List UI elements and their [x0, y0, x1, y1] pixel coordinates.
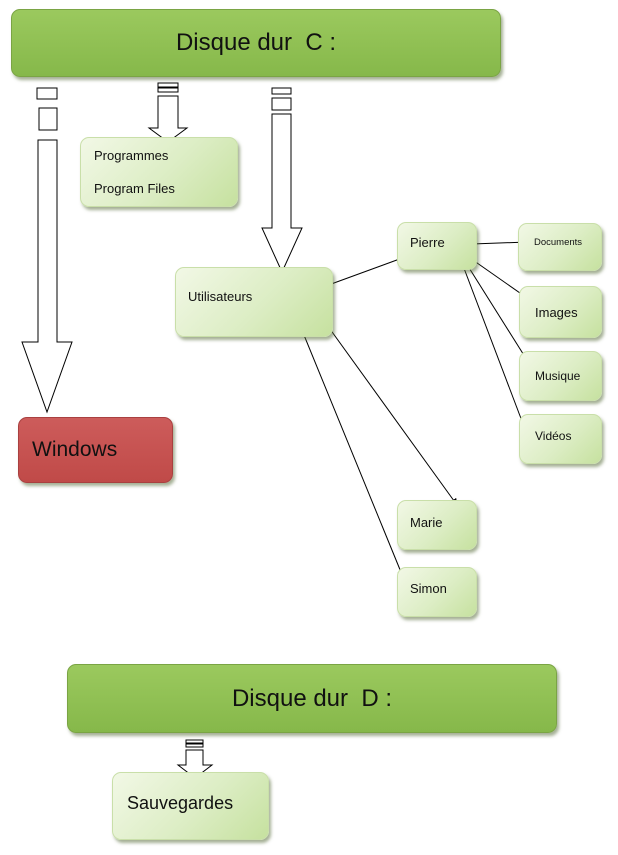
- arrow-utilisateurs-marie: [321, 317, 458, 506]
- folder-documents[interactable]: Documents: [518, 223, 602, 271]
- folder-simon-label: Simon: [410, 581, 447, 596]
- folder-utilisateurs-label: Utilisateurs: [188, 289, 253, 304]
- folder-images[interactable]: Images: [519, 286, 602, 338]
- drive-d-label: Disque dur D :: [231, 684, 393, 712]
- block-arrow-to-windows: [21, 87, 73, 414]
- folder-windows[interactable]: Windows: [18, 417, 173, 483]
- arrow-utilisateurs-pierre: [322, 255, 406, 288]
- folder-windows-label: Windows: [32, 438, 118, 461]
- folder-musique-label: Musique: [535, 369, 581, 383]
- folder-images-label: Images: [535, 304, 578, 320]
- folder-documents-label: Documents: [534, 237, 583, 248]
- folder-program-files-label: Program Files: [94, 181, 175, 196]
- folder-programmes[interactable]: Programmes Program Files: [80, 137, 238, 207]
- folder-sauvegardes[interactable]: Sauvegardes: [112, 772, 269, 840]
- block-arrow-to-programmes: [147, 82, 189, 143]
- block-arrow-to-sauvegardes: [176, 739, 214, 779]
- drive-c-box[interactable]: Disque dur C :: [11, 9, 501, 77]
- folder-musique[interactable]: Musique: [519, 351, 602, 401]
- folder-programmes-label: Programmes: [94, 148, 169, 163]
- folder-videos[interactable]: Vidéos: [519, 414, 602, 464]
- arrow-utilisateurs-simon: [296, 317, 404, 578]
- block-arrow-to-utilisateurs: [261, 87, 303, 274]
- folder-videos-label: Vidéos: [535, 429, 572, 443]
- folder-simon[interactable]: Simon: [397, 567, 477, 617]
- folder-utilisateurs[interactable]: Utilisateurs: [175, 267, 333, 337]
- folder-pierre-label: Pierre: [410, 235, 445, 250]
- folder-marie-label: Marie: [410, 515, 443, 530]
- arrow-pierre-musique: [465, 262, 533, 369]
- arrow-pierre-videos: [461, 262, 530, 438]
- folder-marie[interactable]: Marie: [397, 500, 477, 550]
- drive-c-label: Disque dur C :: [175, 29, 337, 56]
- drive-d-box[interactable]: Disque dur D :: [67, 664, 557, 733]
- folder-pierre[interactable]: Pierre: [397, 222, 477, 270]
- folder-sauvegardes-label: Sauvegardes: [127, 793, 234, 813]
